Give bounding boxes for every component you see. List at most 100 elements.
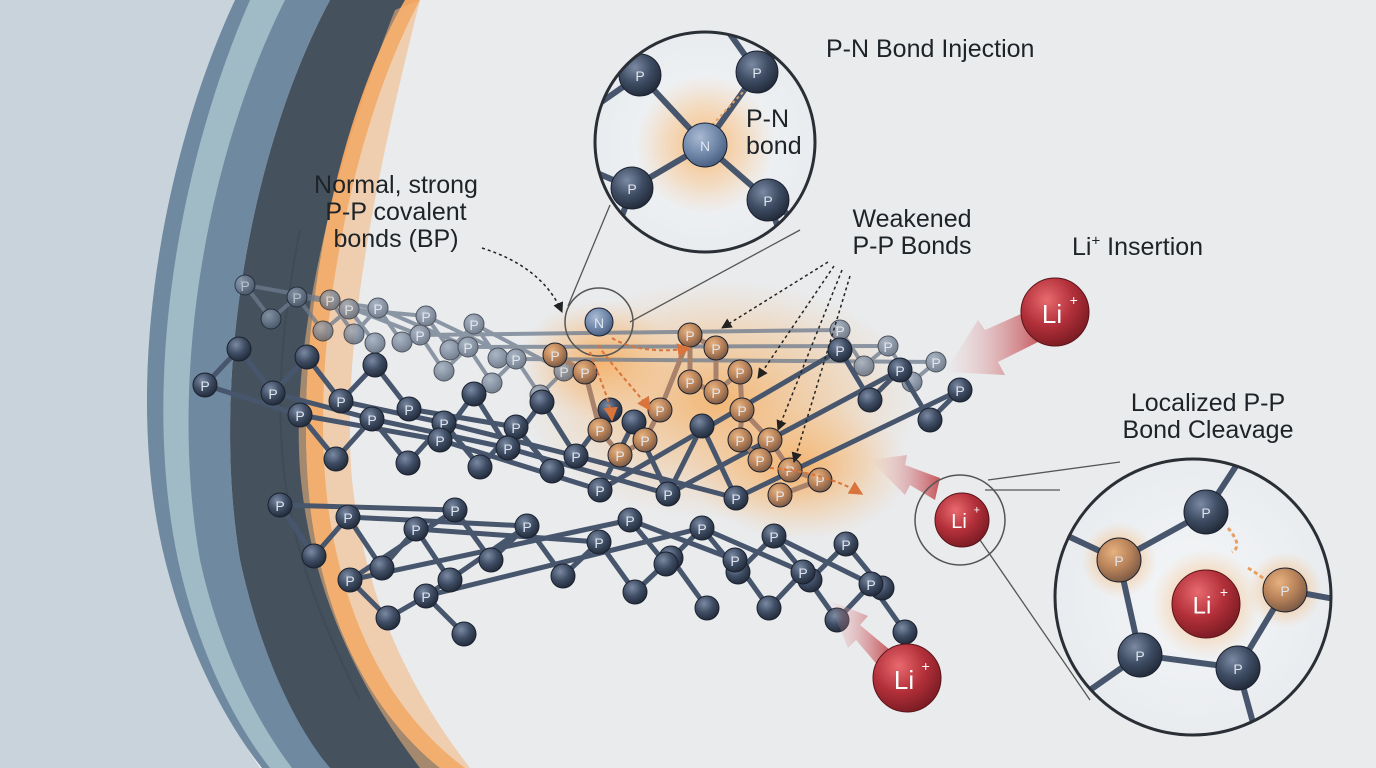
pp-bond xyxy=(699,525,806,575)
phosphorus-atom xyxy=(756,595,782,621)
phosphorus-atom: P xyxy=(617,507,643,533)
pp-bond xyxy=(418,328,842,337)
pp-bond xyxy=(277,502,458,513)
phosphorus-atom: P xyxy=(858,571,884,597)
pp-bond xyxy=(699,423,739,501)
pp-bond xyxy=(406,406,519,430)
phosphorus-atom: P xyxy=(192,372,218,398)
phosphorus-atom xyxy=(481,372,503,394)
pp-bond xyxy=(466,344,890,349)
phosphorus-atom xyxy=(539,458,565,484)
phosphorus-atom: P xyxy=(338,298,360,320)
phosphorus-atom: P xyxy=(723,485,749,511)
pp-bond xyxy=(665,367,903,497)
phosphorus-atom xyxy=(529,389,555,415)
phosphorus-atom: P xyxy=(761,523,787,549)
phosphorus-atom xyxy=(439,339,461,361)
lithium-ion-inset: Li + xyxy=(1171,569,1241,639)
phosphorus-atom-weakened: P xyxy=(703,379,729,405)
svg-text:Li: Li xyxy=(894,665,914,695)
phosphorus-atom-weakened: P xyxy=(703,335,729,361)
phosphorus-atom-weakened: P xyxy=(677,369,703,395)
phosphorus-atom xyxy=(451,621,477,647)
phosphorus-atom: P xyxy=(396,396,422,422)
phosphorus-atom: P xyxy=(746,178,790,222)
label-bond-cleavage: Localized P-P Bond Cleavage xyxy=(1122,389,1294,444)
svg-text:+: + xyxy=(1070,292,1078,308)
phosphorus-atom xyxy=(226,336,252,362)
phosphorus-atom: P xyxy=(1183,489,1229,535)
lattice-li-circle xyxy=(914,474,1006,566)
li-insertion-arrows xyxy=(828,310,1042,668)
svg-text:Li: Li xyxy=(1042,299,1062,329)
phosphorus-atom xyxy=(853,355,875,377)
phosphorus-atom-weakened: P xyxy=(632,427,658,453)
phosphorus-atom: P xyxy=(335,504,361,530)
phosphorus-atom xyxy=(917,407,943,433)
pp-bond xyxy=(627,517,738,563)
phosphorus-atom: P xyxy=(833,531,859,557)
phosphorus-atom: P xyxy=(415,305,437,327)
phosphorus-atom xyxy=(294,344,320,370)
phosphorus-atom: P xyxy=(413,583,439,609)
phosphorus-atom: P xyxy=(790,559,816,585)
phosphorus-atom xyxy=(467,454,493,480)
phosphorus-atom: P xyxy=(563,443,589,469)
pp-bond xyxy=(423,525,705,599)
phosphorus-atom: P xyxy=(877,335,899,357)
phosphorus-atom: P xyxy=(427,427,453,453)
phosphorus-atom: P xyxy=(287,402,313,428)
phosphorus-atom xyxy=(260,308,282,330)
phosphorus-atom xyxy=(395,450,421,476)
phosphorus-atom-weakened: P xyxy=(587,417,613,443)
phosphorus-atom: P xyxy=(337,567,363,593)
phosphorus-atom: P xyxy=(947,377,973,403)
phosphorus-atom: P xyxy=(925,351,947,373)
phosphorus-atom: P xyxy=(457,336,479,358)
phosphorus-atom xyxy=(437,567,463,593)
phosphorus-atom: P xyxy=(367,297,389,319)
phosphorus-atom: P xyxy=(722,547,748,573)
weakening-glow xyxy=(520,280,920,540)
broken-bond xyxy=(1226,527,1239,554)
phosphorus-atom: P xyxy=(495,435,521,461)
phosphorus-atom: P xyxy=(618,53,662,97)
pp-bond xyxy=(505,445,671,497)
pp-bond xyxy=(347,507,458,583)
svg-text:Li: Li xyxy=(1193,593,1212,620)
phosphorus-atom: P xyxy=(359,406,385,432)
phosphorus-atom-weakened: P xyxy=(767,482,793,508)
phosphorus-atom xyxy=(312,320,334,342)
phosphorus-atom-weakened: P xyxy=(572,359,598,385)
phosphorus-atom xyxy=(375,605,401,631)
phosphorus-atom: P xyxy=(505,348,527,370)
phosphorus-atom xyxy=(621,409,647,435)
phosphorus-atom: P xyxy=(1215,645,1261,691)
pp-bond xyxy=(437,437,603,493)
phosphorus-atom xyxy=(653,551,679,577)
phosphorus-atom xyxy=(343,323,365,345)
phosphorus-atom xyxy=(433,360,455,382)
phosphorus-atom xyxy=(857,387,883,413)
phosphorus-atom-glow: P xyxy=(1262,567,1308,613)
phosphorus-atom: P xyxy=(403,516,429,542)
phosphorus-atom-weakened: P xyxy=(777,457,803,483)
label-pn-bond: P-N bond xyxy=(746,105,802,160)
pp-bond xyxy=(771,533,874,587)
svg-text:+: + xyxy=(1220,584,1228,600)
phosphorus-atom: P xyxy=(735,50,779,94)
phosphorus-atom xyxy=(301,543,327,569)
phosphorus-atom-weakened: P xyxy=(677,322,703,348)
pp-bond xyxy=(270,390,375,422)
phosphorus-atom xyxy=(478,547,504,573)
phosphorus-atom xyxy=(391,331,413,353)
pp-bond xyxy=(338,398,447,426)
phosphorus-atom-weakened: P xyxy=(727,359,753,385)
broken-bond xyxy=(1247,566,1272,586)
nitrogen-atom: N xyxy=(584,307,614,337)
